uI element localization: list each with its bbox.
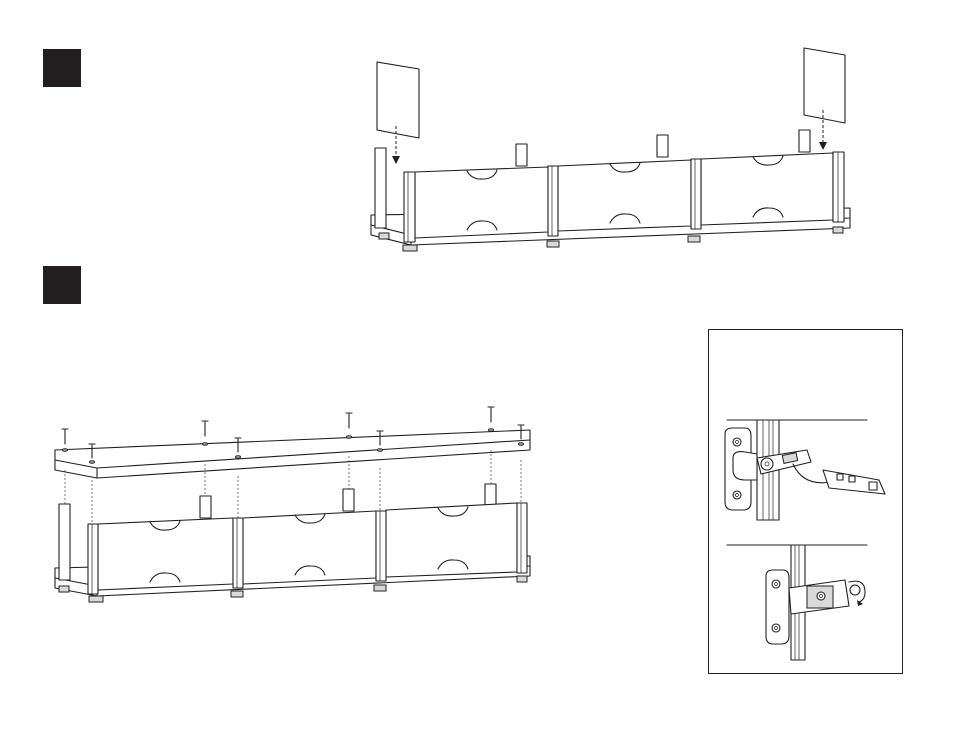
- step-2-illustration: [45, 400, 545, 620]
- hinge-detail-box: [708, 329, 903, 674]
- step-1-badge: [43, 49, 81, 87]
- step-2-badge: [43, 266, 81, 304]
- step-1-illustration: [355, 40, 865, 270]
